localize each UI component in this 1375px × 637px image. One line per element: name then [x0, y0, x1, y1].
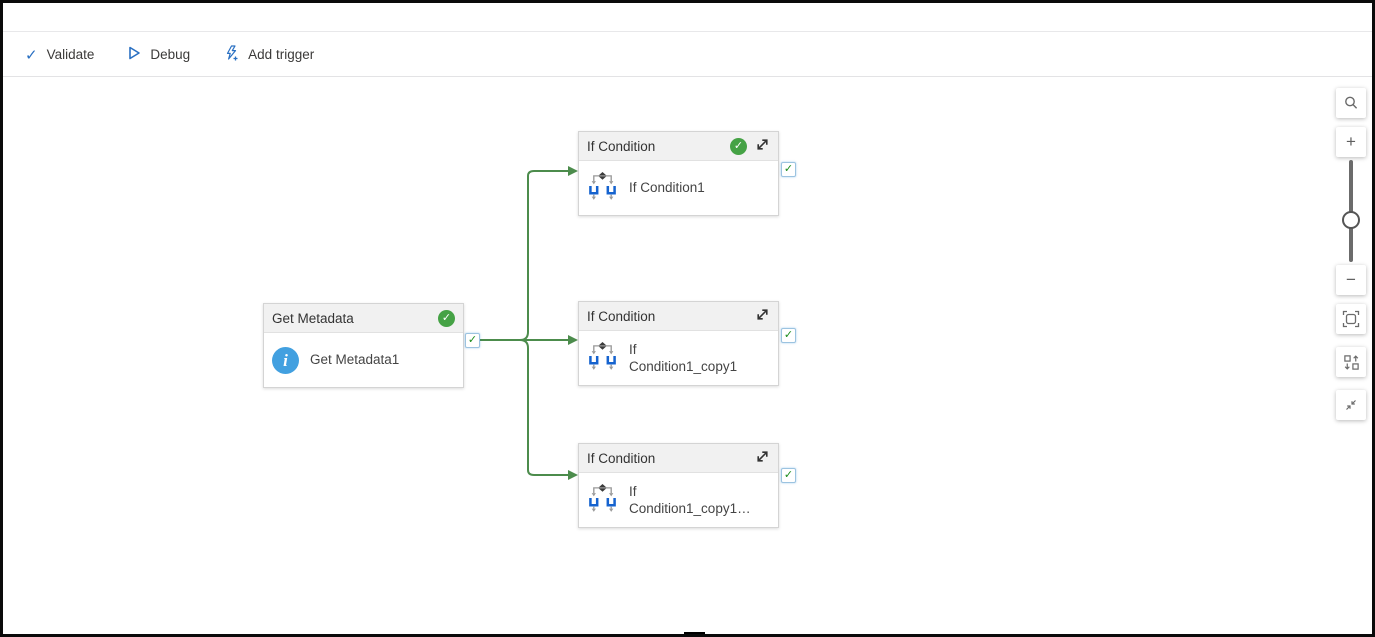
auto-align-button[interactable]	[1336, 347, 1366, 377]
if-condition-icon	[587, 171, 618, 206]
activity-name: Get Metadata1	[310, 352, 400, 368]
validate-button[interactable]: ✓ Validate	[25, 46, 94, 64]
minus-icon: −	[1346, 270, 1356, 289]
status-succeeded-icon: ✓	[730, 137, 747, 155]
pipeline-toolbar: ✓ Validate Debug Add trigger	[3, 33, 1372, 77]
plus-icon: +	[1346, 132, 1356, 151]
node-header: If Condition ✓	[579, 132, 778, 161]
if-condition-icon	[587, 341, 618, 376]
add-trigger-button[interactable]: Add trigger	[224, 45, 314, 64]
activity-node-if-condition-1[interactable]: If Condition ✓ If Condit	[578, 131, 779, 216]
debug-button[interactable]: Debug	[128, 46, 190, 63]
zoom-slider-handle[interactable]	[1342, 211, 1360, 229]
top-bar	[3, 3, 1372, 32]
activity-node-get-metadata[interactable]: Get Metadata ✓ i Get Metadata1	[263, 303, 464, 388]
validate-label: Validate	[46, 47, 95, 62]
collapse-button[interactable]	[1336, 390, 1366, 420]
expand-icon[interactable]	[755, 137, 770, 155]
node-type-label: If Condition	[587, 308, 656, 324]
node-body: i Get Metadata1	[264, 333, 463, 388]
output-port-if-condition-copy2[interactable]: ✓	[781, 468, 796, 483]
debug-play-icon	[128, 46, 141, 63]
node-header: If Condition	[579, 302, 778, 331]
output-port-if-condition-copy1[interactable]: ✓	[781, 328, 796, 343]
output-port-if-condition-1[interactable]: ✓	[781, 162, 796, 177]
node-type-label: If Condition	[587, 138, 656, 154]
if-condition-icon	[587, 483, 618, 518]
lightning-add-icon	[224, 45, 239, 64]
get-metadata-icon: i	[272, 347, 299, 374]
debug-label: Debug	[150, 47, 191, 62]
expand-icon[interactable]	[755, 307, 770, 325]
fit-to-screen-icon	[1342, 310, 1360, 328]
output-port-get-metadata[interactable]: ✓	[465, 333, 480, 348]
add-trigger-label: Add trigger	[248, 47, 315, 62]
expand-icon[interactable]	[755, 449, 770, 467]
search-button[interactable]	[1336, 88, 1366, 118]
activity-name: If Condition1	[629, 180, 705, 196]
status-succeeded-icon: ✓	[438, 309, 455, 327]
node-type-label: If Condition	[587, 450, 656, 466]
node-header: If Condition	[579, 444, 778, 473]
zoom-out-button[interactable]: −	[1336, 265, 1366, 295]
node-header: Get Metadata ✓	[264, 304, 463, 333]
search-icon	[1345, 96, 1358, 109]
node-body: If Condition1	[579, 161, 778, 216]
zoom-in-button[interactable]: +	[1336, 127, 1366, 157]
collapse-icon	[1346, 400, 1356, 410]
bottom-notch	[684, 632, 705, 634]
validate-check-icon: ✓	[25, 46, 38, 64]
auto-align-icon	[1343, 354, 1359, 370]
node-type-label: Get Metadata	[272, 310, 354, 326]
fit-to-screen-button[interactable]	[1336, 304, 1366, 334]
